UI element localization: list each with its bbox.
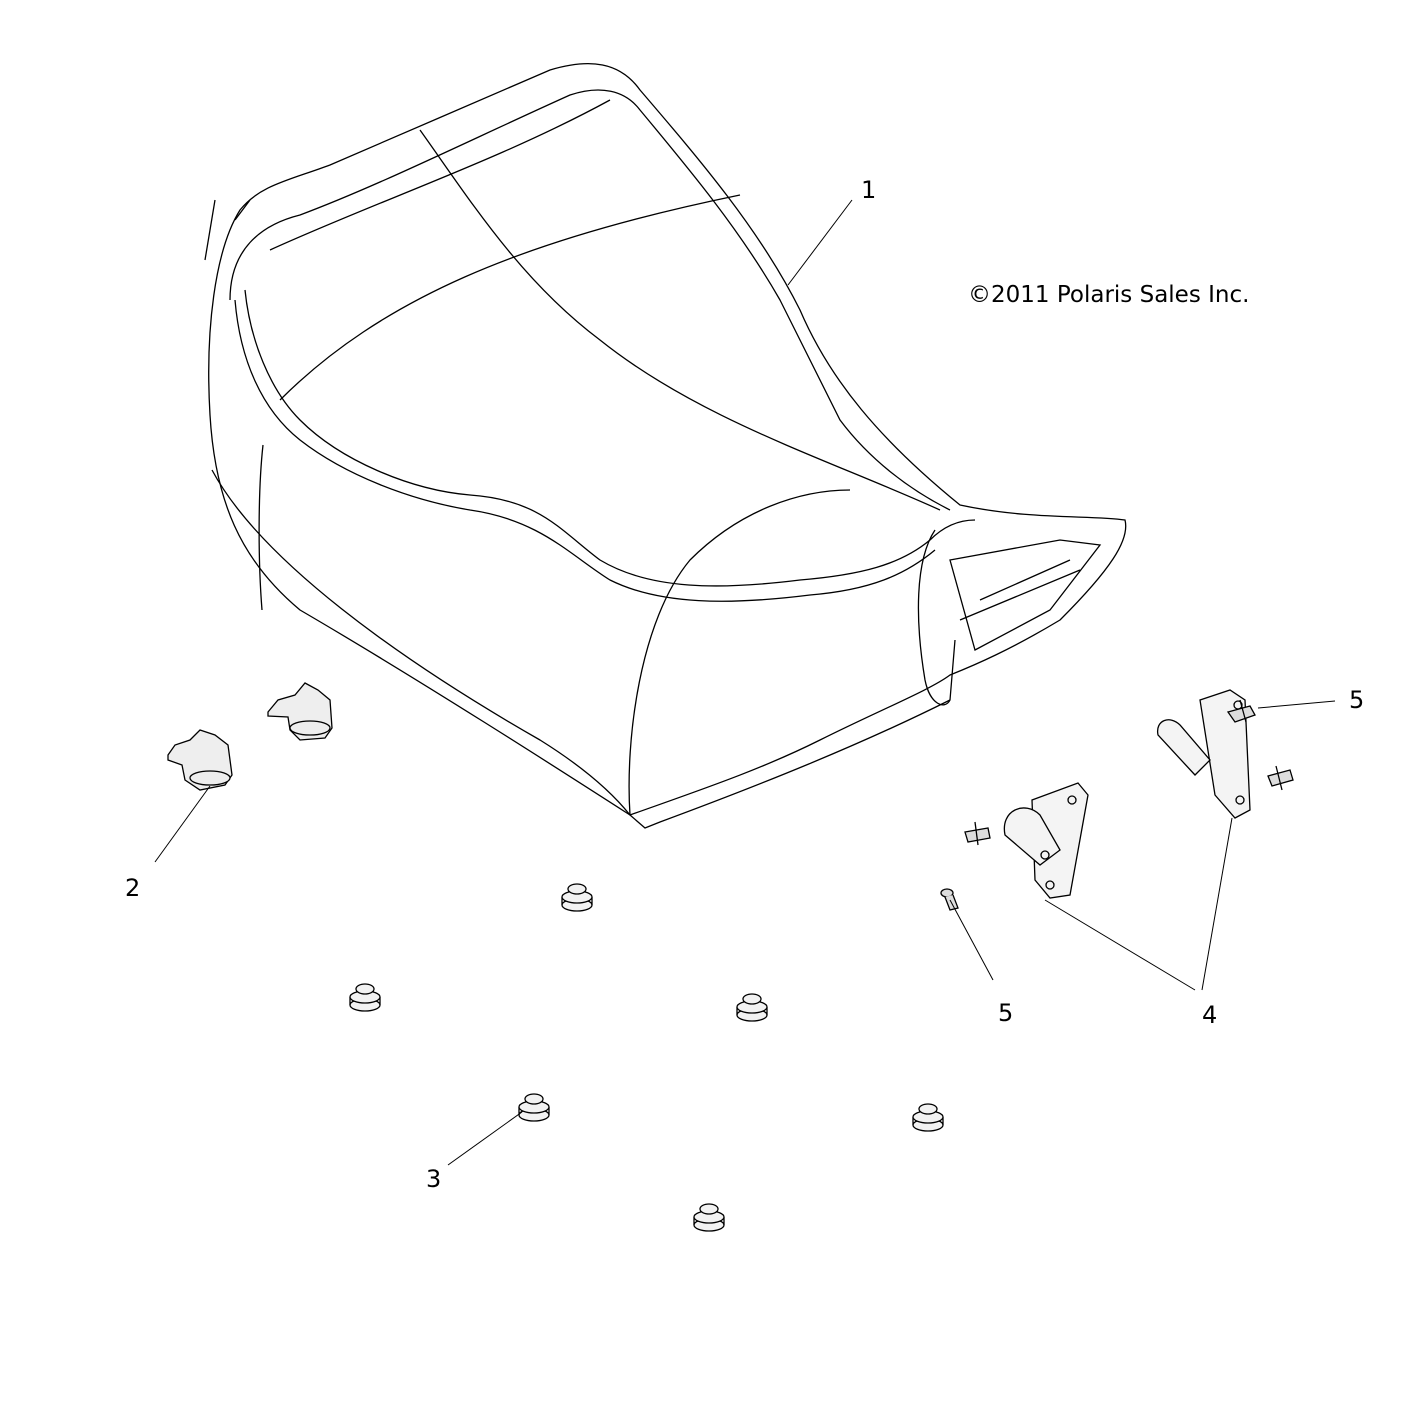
callout-label-5-top: 5 [1349, 686, 1365, 714]
leader-line-4a [1044, 899, 1196, 991]
leader-line-5a [1257, 700, 1336, 709]
grommets-part-3 [349, 883, 944, 1232]
leader-line-3 [447, 1111, 523, 1166]
latch-clip-part-2 [167, 682, 333, 791]
callout-label-2: 2 [125, 874, 141, 902]
leader-line-1 [787, 199, 853, 286]
seat-part-1 [204, 62, 1127, 829]
latch-bracket-part-4 [1003, 689, 1251, 899]
callout-label-4: 4 [1202, 1001, 1218, 1029]
callout-label-3: 3 [426, 1165, 442, 1193]
leader-line-4b [1201, 817, 1233, 991]
leader-lines [154, 199, 1336, 1166]
callout-label-1: 1 [861, 176, 877, 204]
screw-part-5 [940, 699, 1294, 911]
leader-line-2 [154, 785, 211, 863]
leader-line-5b [949, 899, 994, 981]
copyright-notice: ©2011 Polaris Sales Inc. [968, 282, 1250, 308]
callout-label-5-bottom: 5 [998, 999, 1014, 1027]
